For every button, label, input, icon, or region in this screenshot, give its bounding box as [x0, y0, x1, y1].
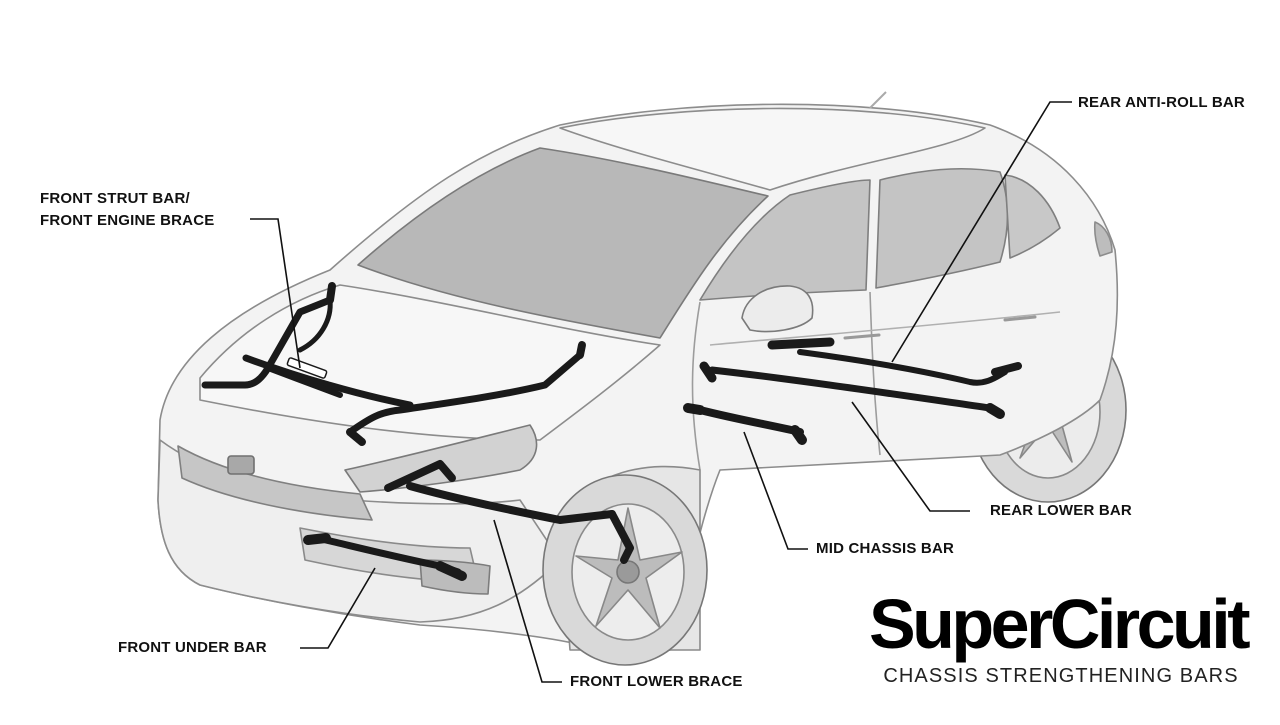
label-front-strut-bar: FRONT STRUT BAR/ FRONT ENGINE BRACE	[40, 188, 214, 232]
leader-rear-lower	[851, 401, 970, 512]
label-mid-chassis-bar: MID CHASSIS BAR	[816, 540, 955, 557]
front-strut-bar	[201, 282, 586, 446]
brand-tagline: CHASSIS STRENGTHENING BARS	[883, 665, 1239, 687]
label-rear-lower-bar: REAR LOWER BAR	[990, 502, 1132, 519]
hood	[199, 284, 661, 441]
front-lower-brace	[384, 460, 634, 564]
car-body	[157, 91, 1127, 666]
mid-chassis-bar	[683, 403, 807, 445]
windshield	[357, 147, 769, 339]
label-rear-anti-roll-bar: REAR ANTI-ROLL BAR	[1078, 94, 1245, 111]
brand-logo: SuperCircuit	[868, 585, 1251, 663]
leader-front-under	[300, 567, 376, 649]
rear-lower-bar	[699, 361, 1005, 419]
front-wheel	[542, 465, 708, 666]
leader-front-strut	[250, 218, 301, 369]
leader-mid-chassis	[743, 431, 808, 550]
strengthening-bars	[201, 282, 1022, 581]
roof	[559, 107, 986, 191]
tail-light	[1093, 221, 1113, 257]
rear-anti-roll-bar	[767, 337, 1022, 386]
rear-quarter-window	[1004, 174, 1061, 259]
leader-front-lower	[493, 519, 562, 683]
front-under-bar	[303, 533, 467, 581]
strut-bar-decal	[286, 357, 328, 379]
label-front-lower-brace: FRONT LOWER BRACE	[570, 673, 743, 690]
label-front-strut-line1: FRONT STRUT BAR/	[40, 190, 190, 207]
leader-lines	[250, 101, 1072, 683]
label-front-under-bar: FRONT UNDER BAR	[118, 639, 267, 656]
label-front-strut-line2: FRONT ENGINE BRACE	[40, 212, 215, 229]
side-mirror	[741, 285, 814, 333]
leader-rear-anti-roll	[891, 101, 1072, 363]
